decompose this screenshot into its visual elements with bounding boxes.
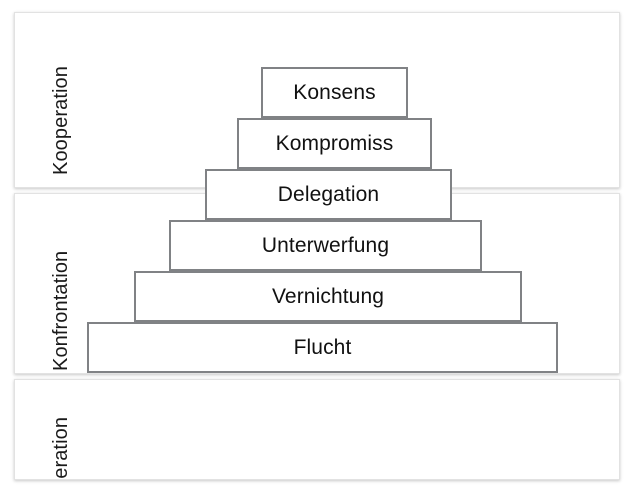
pyramid-tier-kompromiss[interactable]: Kompromiss xyxy=(237,118,432,169)
pyramid-tier-konsens-label: Konsens xyxy=(293,81,376,104)
pyramid-tier-kompromiss-label: Kompromiss xyxy=(275,132,394,155)
pyramid-tier-vernichtung-label: Vernichtung xyxy=(271,285,385,308)
band-label-kooperation: Kooperation xyxy=(50,66,72,175)
band-label-kooperation-2: peration xyxy=(50,416,72,480)
pyramid-tier-konsens[interactable]: Konsens xyxy=(261,67,408,118)
pyramid-tier-delegation[interactable]: Delegation xyxy=(205,169,452,220)
pyramid-tier-flucht-label: Flucht xyxy=(293,336,352,359)
band-panel-kooperation-2[interactable]: peration xyxy=(14,379,620,480)
pyramid-tier-delegation-label: Delegation xyxy=(277,183,380,206)
pyramid-tier-unterwerfung-label: Unterwerfung xyxy=(261,234,390,257)
pyramid-tier-unterwerfung[interactable]: Unterwerfung xyxy=(169,220,482,271)
band-label-konfrontation: Konfrontation xyxy=(50,250,72,371)
band-label-kooperation-2-wrapper: peration xyxy=(15,380,619,479)
pyramid-tier-flucht[interactable]: Flucht xyxy=(87,322,558,373)
pyramid-tier-vernichtung[interactable]: Vernichtung xyxy=(134,271,522,322)
